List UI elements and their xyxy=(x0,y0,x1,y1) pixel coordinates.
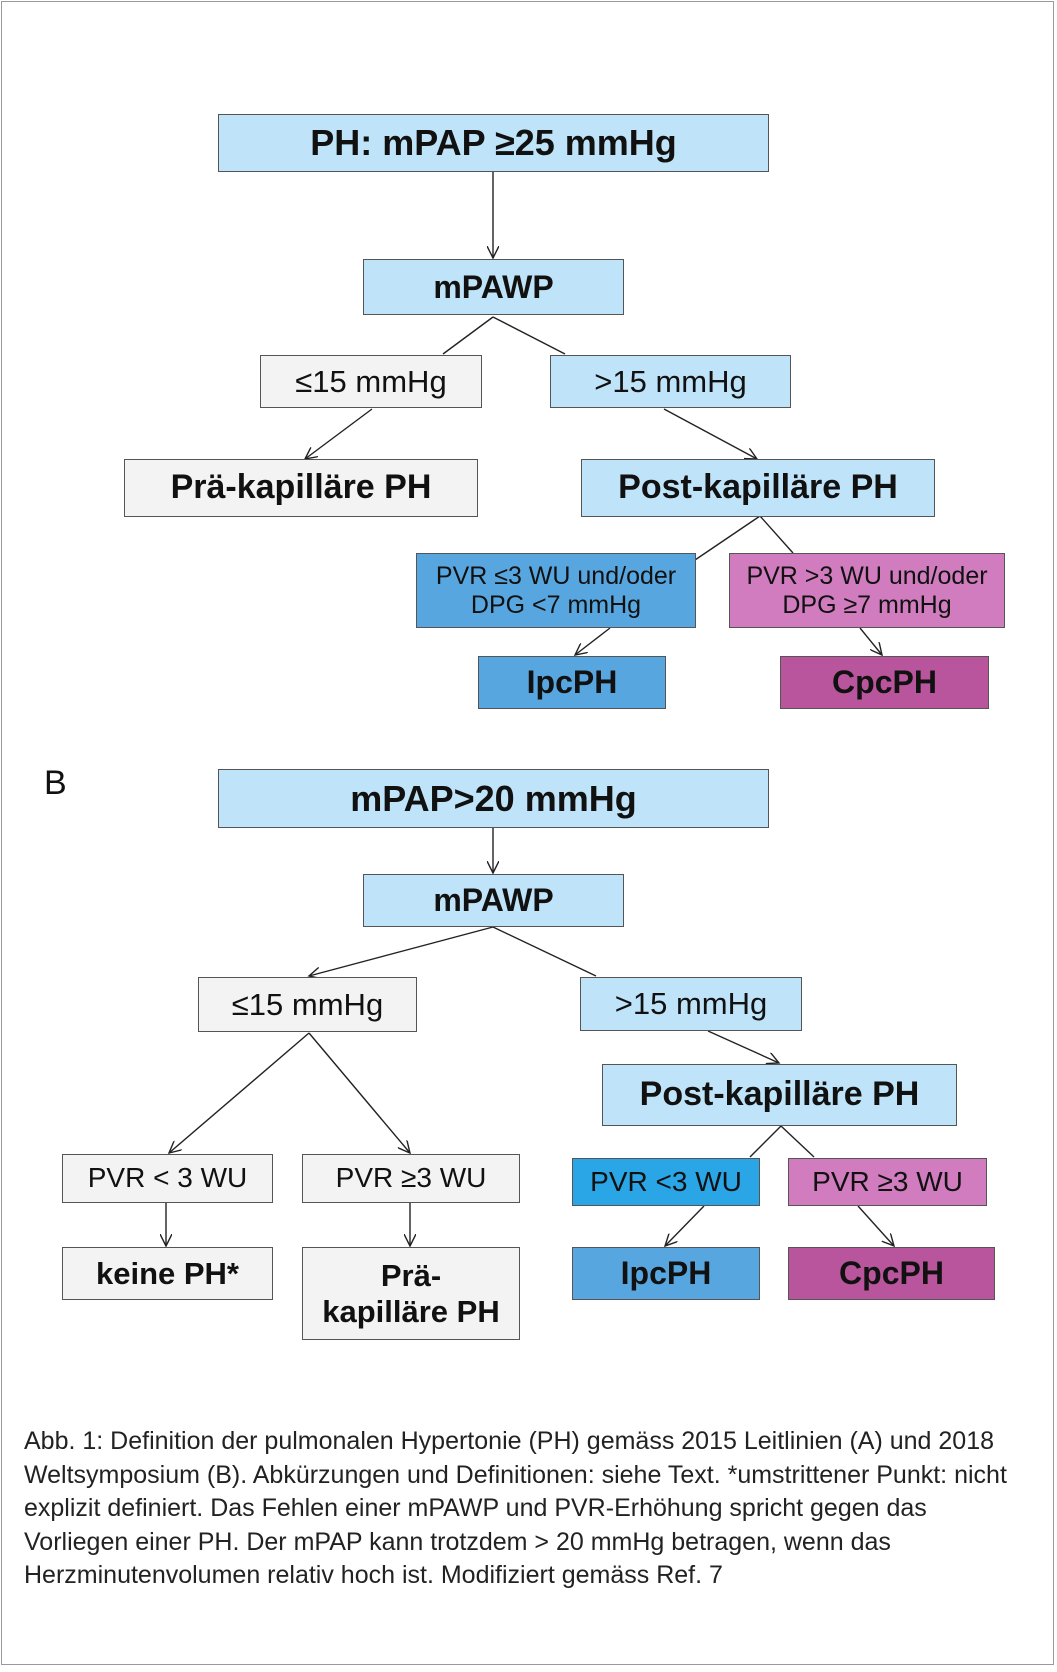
line-pawp-to-le15-a xyxy=(442,316,494,355)
line-pawp-to-gt15-a xyxy=(492,316,566,355)
line-pawp-to-gt15-b xyxy=(492,926,597,977)
arrow-gt15-to-post-b xyxy=(707,1030,779,1063)
pvr-ge3-left-node-b: PVR ≥3 WU xyxy=(302,1154,520,1203)
arrow-pawp-to-le15-b xyxy=(309,926,494,976)
root-node-a: PH: mPAP ≥25 mmHg xyxy=(218,114,769,172)
pvr-high-node-a: PVR >3 WU und/oder DPG ≥7 mmHg xyxy=(729,553,1005,628)
cpcph-node-a: CpcPH xyxy=(780,656,989,709)
gt15-node-a: >15 mmHg xyxy=(550,355,791,408)
root-node-b: mPAP>20 mmHg xyxy=(218,769,769,828)
arrow-pvrlt3r-to-ipcph-b xyxy=(665,1205,705,1246)
line-post-to-pvrhigh-a xyxy=(759,515,794,554)
arrow-le15-to-pvrge3-b xyxy=(308,1032,410,1153)
pvr-low-node-a: PVR ≤3 WU und/oder DPG <7 mmHg xyxy=(416,553,696,628)
pre-capillary-node-b: Prä- kapilläre PH xyxy=(302,1247,520,1340)
le15-node-b: ≤15 mmHg xyxy=(198,977,417,1032)
arrow-pvrlow-to-ipcph-a xyxy=(575,627,611,655)
figure-caption: Abb. 1: Definition der pulmonalen Hypert… xyxy=(24,1427,1007,1589)
mpawp-node-b: mPAWP xyxy=(363,874,624,927)
mpawp-node-a: mPAWP xyxy=(363,259,624,315)
gt15-node-b: >15 mmHg xyxy=(580,977,802,1031)
pvr-lt3-right-node-b: PVR <3 WU xyxy=(572,1158,760,1206)
le15-node-a: ≤15 mmHg xyxy=(260,355,482,408)
ipcph-node-a: IpcPH xyxy=(478,656,666,709)
arrow-pvrge3r-to-cpcph-b xyxy=(857,1205,894,1246)
pvr-ge3-right-node-b: PVR ≥3 WU xyxy=(788,1158,987,1206)
cpcph-node-b: CpcPH xyxy=(788,1247,995,1300)
arrow-gt15-to-post-a xyxy=(663,408,757,459)
line-post-to-pvrge3-b xyxy=(780,1125,815,1158)
post-capillary-node-a: Post-kapilläre PH xyxy=(581,459,935,517)
ipcph-node-b: IpcPH xyxy=(572,1247,760,1300)
section-b-label: B xyxy=(44,764,67,802)
keine-ph-node-b: keine PH* xyxy=(62,1247,273,1300)
line-post-to-pvrlow-a xyxy=(694,515,761,561)
pre-capillary-node-a: Prä-kapilläre PH xyxy=(124,459,478,517)
line-post-to-pvrlt3-b xyxy=(749,1125,782,1158)
pvr-lt3-left-node-b: PVR < 3 WU xyxy=(62,1154,273,1203)
arrow-le15-to-pvrlt3-b xyxy=(169,1032,310,1153)
post-capillary-node-b: Post-kapilläre PH xyxy=(602,1064,957,1126)
arrow-le15-to-pre-a xyxy=(305,408,373,459)
arrow-pvrhigh-to-cpcph-a xyxy=(859,627,882,655)
